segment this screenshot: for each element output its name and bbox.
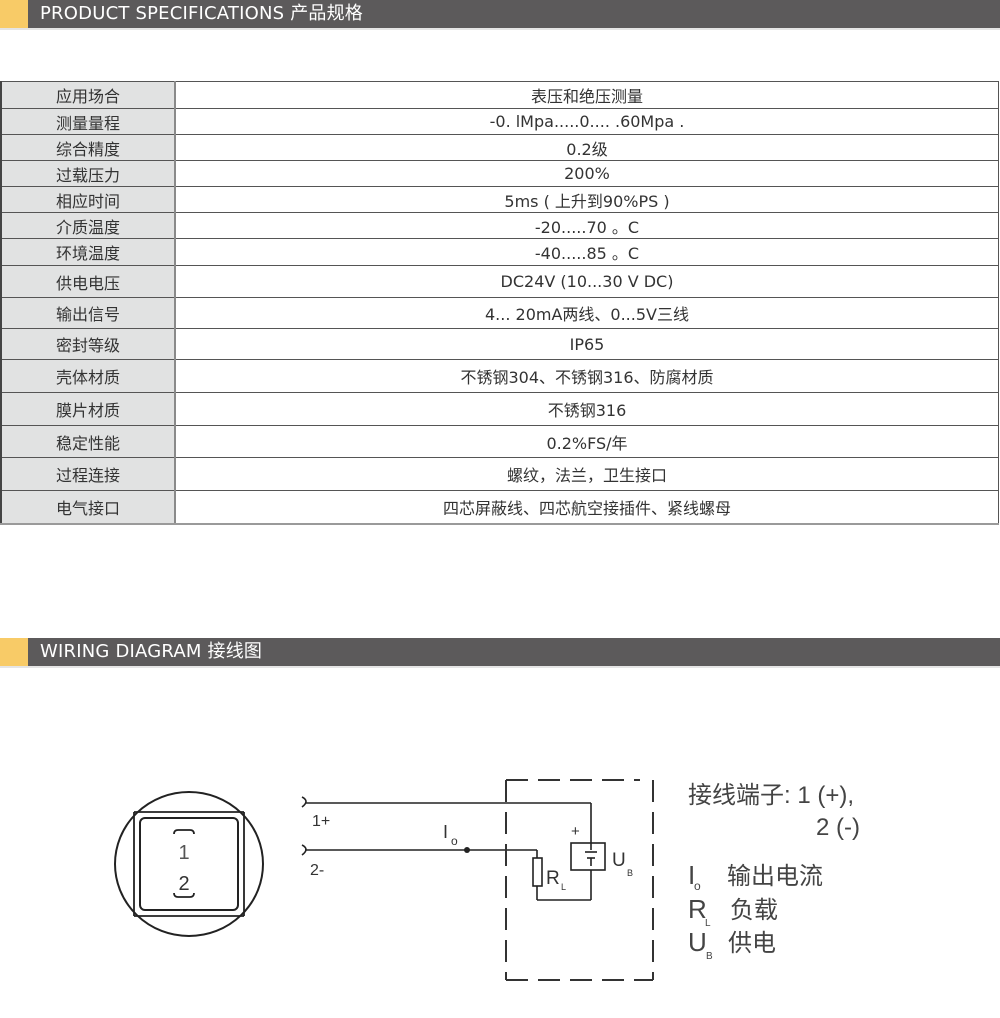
legend-rl-symbol: R xyxy=(688,894,707,924)
device-boundary xyxy=(505,779,654,981)
supply-label: U xyxy=(612,850,626,871)
row-value: DC24V (10...30 V DC) xyxy=(174,265,999,298)
table-row: 介质温度 -20.....70 。C xyxy=(0,212,999,239)
row-value: 四芯屏蔽线、四芯航空接插件、紧线螺母 xyxy=(174,490,999,525)
legend-ub-desc: 供电 xyxy=(728,929,776,957)
row-label: 测量量程 xyxy=(0,108,176,135)
row-value: 表压和绝压测量 xyxy=(174,81,999,109)
row-value: 200% xyxy=(174,160,999,187)
row-value: -40.....85 。C xyxy=(174,238,999,266)
pin-2-label: 2 xyxy=(178,873,189,895)
table-row: 密封等级 IP65 xyxy=(0,328,999,360)
legend-io-sub: o xyxy=(694,879,701,893)
table-row: 稳定性能 0.2%FS/年 xyxy=(0,425,999,458)
current-arrow-icon xyxy=(464,847,470,853)
divider xyxy=(0,28,1000,30)
legend-io-desc: 输出电流 xyxy=(727,862,823,890)
legend-io-symbol: I xyxy=(688,860,695,890)
circuit-wires xyxy=(301,796,606,901)
legend-ub-symbol: U xyxy=(688,927,707,957)
supply-sub: B xyxy=(627,868,633,878)
supply-plus: + xyxy=(571,823,580,840)
table-row: 综合精度 0.2级 xyxy=(0,134,999,161)
wiring-legend: 接线端子: 1 (+), 2 (-) I o 输出电流 R L 负载 U B 供… xyxy=(688,782,860,962)
legend-terminals-line2: 2 (-) xyxy=(816,814,860,841)
terminal-1-label: 1+ xyxy=(312,813,330,830)
row-label: 过载压力 xyxy=(0,160,176,187)
row-value: 5ms ( 上升到90%PS ) xyxy=(174,186,999,213)
row-label: 输出信号 xyxy=(0,297,176,329)
row-label: 膜片材质 xyxy=(0,392,176,426)
divider xyxy=(0,666,1000,668)
row-label: 应用场合 xyxy=(0,81,176,109)
row-value: 不锈钢316 xyxy=(174,392,999,426)
section-header-specifications: PRODUCT SPECIFICATIONS 产品规格 xyxy=(0,0,1000,30)
legend-rl-desc: 负载 xyxy=(730,896,778,924)
row-label: 电气接口 xyxy=(0,490,176,525)
table-row: 膜片材质 不锈钢316 xyxy=(0,392,999,426)
pin-1-label: 1 xyxy=(178,842,189,864)
resistor-label: R xyxy=(546,868,560,889)
row-value: -20.....70 。C xyxy=(174,212,999,239)
resistor-sub: L xyxy=(561,882,566,892)
row-label: 环境温度 xyxy=(0,238,176,266)
current-sub: o xyxy=(451,834,458,848)
table-row: 电气接口 四芯屏蔽线、四芯航空接插件、紧线螺母 xyxy=(0,490,999,525)
row-value: 4... 20mA两线、0...5V三线 xyxy=(174,297,999,329)
table-row: 过载压力 200% xyxy=(0,160,999,187)
section-accent xyxy=(0,0,28,28)
row-label: 介质温度 xyxy=(0,212,176,239)
row-label: 综合精度 xyxy=(0,134,176,161)
connector-icon xyxy=(114,791,264,937)
table-row: 应用场合 表压和绝压测量 xyxy=(0,81,999,109)
row-value: 不锈钢304、不锈钢316、防腐材质 xyxy=(174,359,999,393)
section-title: PRODUCT SPECIFICATIONS 产品规格 xyxy=(40,3,364,24)
row-label: 相应时间 xyxy=(0,186,176,213)
row-value: 0.2%FS/年 xyxy=(174,425,999,458)
row-label: 稳定性能 xyxy=(0,425,176,458)
row-label: 密封等级 xyxy=(0,328,176,360)
table-row: 输出信号 4... 20mA两线、0...5V三线 xyxy=(0,297,999,329)
row-value: 0.2级 xyxy=(174,134,999,161)
legend-terminals: 接线端子: 1 (+), xyxy=(688,782,854,809)
row-label: 壳体材质 xyxy=(0,359,176,393)
section-title: WIRING DIAGRAM 接线图 xyxy=(40,641,263,662)
section-header-wiring: WIRING DIAGRAM 接线图 xyxy=(0,638,1000,668)
legend-ub-sub: B xyxy=(706,951,713,962)
row-value: 螺纹，法兰，卫生接口 xyxy=(174,457,999,491)
legend-rl-sub: L xyxy=(705,918,711,929)
terminal-2-label: 2- xyxy=(310,862,324,879)
section-accent xyxy=(0,638,28,666)
table-row: 相应时间 5ms ( 上升到90%PS ) xyxy=(0,186,999,213)
table-row: 壳体材质 不锈钢304、不锈钢316、防腐材质 xyxy=(0,359,999,393)
row-value: IP65 xyxy=(174,328,999,360)
table-row: 环境温度 -40.....85 。C xyxy=(0,238,999,266)
spec-table: 应用场合 表压和绝压测量 测量量程 -0. lMpa.....0.... .60… xyxy=(0,81,999,525)
current-label: I xyxy=(443,822,448,842)
